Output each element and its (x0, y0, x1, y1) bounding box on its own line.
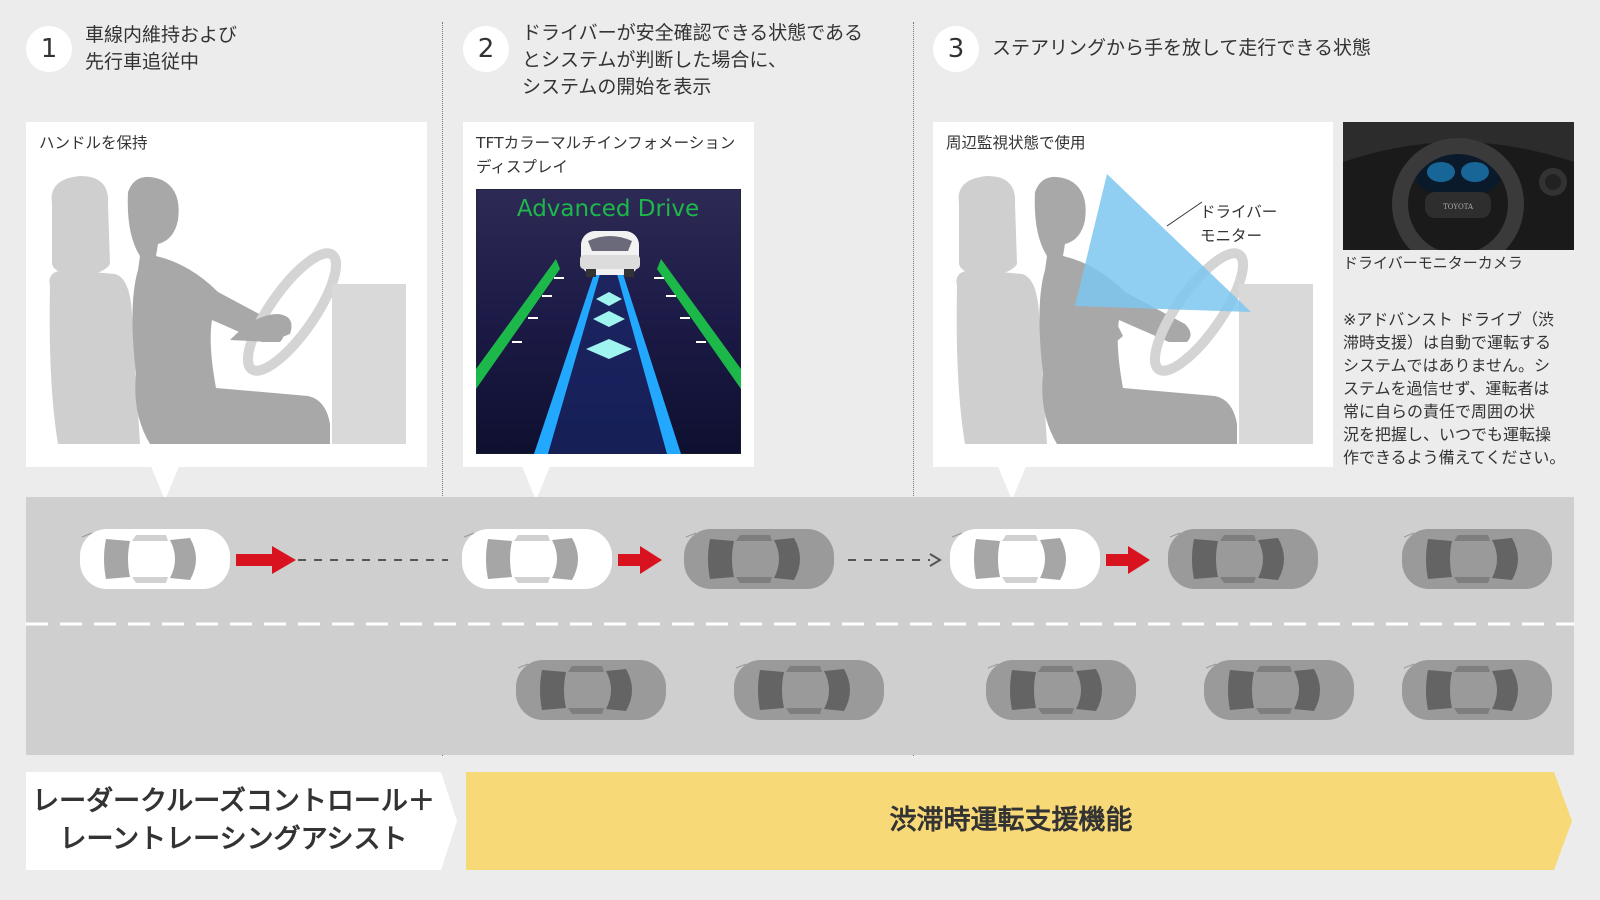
step-text-line: 先行車追従中 (85, 51, 200, 73)
step-text-line: ステアリングから手を放して走行できる状態 (992, 37, 1372, 59)
driver-hands-off-illustration (947, 174, 1327, 454)
note-line: ※アドバンスト ドライブ（渋 (1343, 310, 1554, 329)
note-line: 況を把握し、いつでも運転操 (1343, 425, 1552, 444)
follow-lines (298, 553, 942, 567)
banner-line: レーダークルーズコントロール＋ (32, 786, 435, 817)
divider-line (913, 22, 914, 756)
monitor-label-line: モニター (1200, 227, 1263, 245)
other-car (1203, 659, 1355, 721)
panel-pointer (521, 464, 551, 500)
other-car (733, 659, 885, 721)
camera-caption: ドライバーモニターカメラ (1343, 254, 1523, 272)
monitor-field-of-view (1075, 174, 1251, 312)
own-car (79, 528, 231, 590)
panel-pointer (150, 464, 180, 500)
other-car (1401, 659, 1553, 721)
own-car (461, 528, 613, 590)
panel-label-line: TFTカラーマルチインフォメーション (476, 134, 736, 152)
step-number: 2 (463, 26, 509, 72)
lane-divider (26, 622, 1574, 626)
step-text-line: とシステムが判断した場合に、 (522, 49, 787, 71)
panel-hands-on: ハンドルを保持 (26, 122, 427, 500)
other-car (1167, 528, 1319, 590)
note-line: 滞時支援）は自動で運転する (1343, 333, 1552, 352)
traffic-jam-assist-label: 渋滞時運転支援機能 (889, 805, 1133, 836)
note-line: システムではありません。シ (1343, 356, 1551, 375)
panel-label-line: ディスプレイ (476, 158, 568, 176)
forward-arrow (1106, 546, 1150, 574)
forward-arrow (618, 546, 662, 574)
screen-title: Advanced Drive (517, 196, 699, 222)
other-car (515, 659, 667, 721)
other-car (683, 528, 835, 590)
driver-monitor-camera-photo: TOYOTA (1343, 122, 1574, 250)
banner-line: レーントレーシングアシスト (59, 824, 408, 855)
panel-label: 周辺監視状態で使用 (946, 134, 1086, 152)
note-line: ステムを過信せず、運転者は (1343, 379, 1550, 398)
other-car (1401, 528, 1553, 590)
panel-display: TFTカラーマルチインフォメーション ディスプレイ (463, 122, 754, 500)
acc-lta-banner-shape (26, 772, 457, 870)
other-car (985, 659, 1137, 721)
tft-display-screen: Advanced Drive (476, 189, 741, 454)
note-line: 常に自らの責任で周囲の状 (1343, 402, 1536, 421)
driver-hands-on-illustration (40, 174, 420, 454)
note-line: 作できるよう備えてください。 (1343, 448, 1566, 467)
traffic-jam-banner-shape (466, 772, 1572, 870)
panel-pointer (997, 464, 1027, 500)
step-number: 1 (26, 26, 72, 72)
disclaimer-note: ※アドバンスト ドライブ（渋 滞時支援）は自動で運転する システムではありません… (1343, 308, 1565, 469)
forward-arrow (236, 546, 296, 574)
step-text-line: システムの開始を表示 (522, 76, 712, 98)
divider-line (442, 22, 443, 756)
own-car (949, 528, 1101, 590)
step-number: 3 (933, 26, 979, 72)
step-text-line: 車線内維持および (85, 24, 238, 46)
acc-lta-banner: レーダークルーズコントロール＋ レーントレーシングアシスト (26, 772, 441, 870)
step-text-line: ドライバーが安全確認できる状態である (522, 22, 864, 44)
monitor-label-line: ドライバー (1200, 203, 1278, 221)
panel-label: ハンドルを保持 (39, 134, 148, 152)
panel-hands-off: 周辺監視状態で使用 ドライバー モニター (933, 122, 1333, 500)
steering-logo: TOYOTA (1443, 203, 1474, 211)
